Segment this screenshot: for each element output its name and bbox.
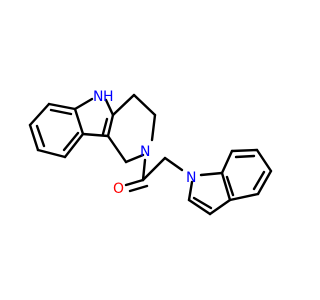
bond	[111, 93, 136, 117]
molecule-structure: N H N O N	[28, 89, 273, 216]
bond	[81, 132, 110, 138]
bond	[228, 192, 260, 202]
pendant-indole-nitrogen-label: N	[186, 170, 196, 186]
bond	[128, 184, 149, 193]
bond	[47, 102, 77, 111]
bond	[101, 117, 109, 136]
bond	[187, 198, 212, 216]
bonds	[28, 93, 273, 216]
bond	[192, 196, 213, 210]
bond	[104, 98, 115, 117]
bond	[28, 102, 51, 127]
bond	[28, 123, 40, 152]
bond	[230, 148, 259, 153]
bond	[234, 154, 256, 159]
indole-nh-nitrogen-label: N	[93, 89, 103, 105]
bond	[199, 171, 224, 177]
bond	[62, 131, 80, 152]
bond	[225, 175, 235, 197]
bond	[106, 113, 115, 138]
bond	[141, 156, 167, 182]
bond	[49, 108, 73, 116]
bond	[256, 169, 273, 196]
bond	[73, 97, 94, 111]
bond	[63, 132, 85, 159]
bond	[35, 124, 46, 148]
bond	[220, 171, 232, 202]
carbonyl-oxygen-label: O	[113, 181, 124, 197]
bond	[124, 153, 145, 164]
bond	[220, 149, 234, 175]
bond	[132, 93, 157, 117]
bond	[150, 113, 157, 142]
bond	[73, 107, 85, 136]
bond	[163, 156, 184, 172]
bond	[141, 158, 147, 182]
bond	[106, 134, 128, 164]
bond	[208, 198, 232, 216]
ring-nitrogen-label: N	[140, 144, 150, 160]
bond	[255, 148, 273, 173]
bond	[187, 180, 194, 202]
bond	[252, 170, 266, 191]
bond	[124, 178, 145, 187]
indole-nh-hydrogen-label: H	[103, 89, 114, 105]
atom-labels: N H N O N	[93, 89, 196, 197]
bond	[36, 148, 67, 159]
